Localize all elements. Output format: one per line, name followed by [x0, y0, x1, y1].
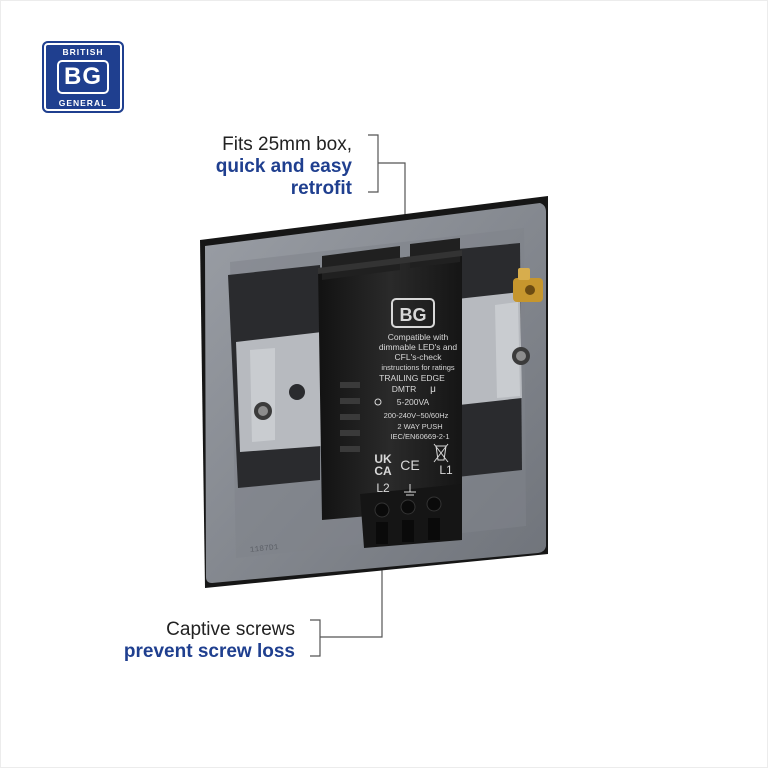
sun-symbol-icon [374, 398, 382, 406]
terminal-label-right: L1 [439, 463, 453, 477]
module-brand: BG [400, 305, 427, 325]
terminal-screw-3-icon [426, 496, 442, 512]
module-label-line5: TRAILING EDGE [379, 373, 445, 383]
module-label-line8: 200-240V~50/60Hz [384, 411, 449, 420]
plate-code: 1187D1 [249, 543, 279, 555]
callout-captive-screws-line2: prevent screw loss [123, 641, 295, 662]
callout-captive-screws-line1: Captive screws [166, 619, 295, 640]
logo-top-word: BRITISH [62, 47, 104, 57]
dimmer-module [318, 250, 462, 520]
callout-box-fit: Fits 25mm box, quick and easy retrofit [150, 134, 352, 200]
module-label-mu: μ [430, 384, 436, 395]
terminal-label-left: L2 [376, 481, 390, 495]
module-label-line9: 2 WAY PUSH [397, 422, 442, 431]
ce-mark: CE [400, 457, 419, 473]
british-general-logo: BRITISH BG GENERAL [42, 41, 124, 113]
terminal-screw-1-icon [374, 502, 390, 518]
callout-box-fit-line3: retrofit [290, 178, 352, 199]
module-label-line1: Compatible with [388, 332, 449, 342]
ukca-mark-bottom: CA [374, 464, 392, 478]
module-label-line4: instructions for ratings [381, 363, 455, 372]
module-label-line2: dimmable LED's and [379, 342, 457, 352]
module-label-line7: 5-200VA [397, 397, 430, 407]
module-label-line10: IEC/EN60669-2-1 [390, 432, 449, 441]
ukca-mark-top: UK [374, 452, 392, 466]
callout-captive-screws: Captive screws prevent screw loss [60, 619, 295, 663]
callout-box-fit-line1: Fits 25mm box, [222, 134, 352, 155]
earth-symbol-icon [404, 484, 416, 496]
logo-mark: BG [57, 60, 109, 94]
module-label-line6: DMTR [392, 384, 417, 394]
callout-box-fit-line2: quick and easy [215, 156, 352, 177]
terminal-screw-2-icon [400, 499, 416, 515]
weee-bin-icon [433, 443, 449, 463]
logo-bottom-word: GENERAL [58, 98, 108, 108]
module-label-line3: CFL's-check [395, 352, 443, 362]
